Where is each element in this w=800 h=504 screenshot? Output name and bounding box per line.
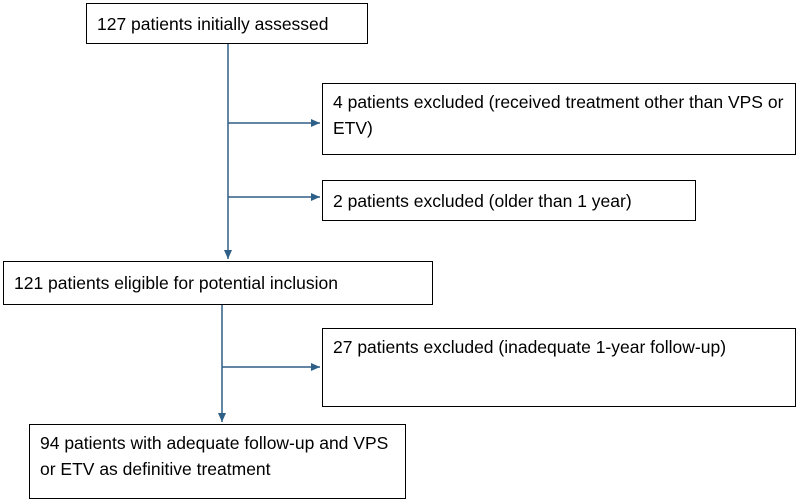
box-excluded-age-text: 2 patients excluded (older than 1 year) [333,190,632,211]
box-final-cohort-text: 94 patients with adequate follow-up and … [40,433,389,479]
box-excluded-treatment: 4 patients excluded (received treatment … [322,83,796,155]
box-excluded-age: 2 patients excluded (older than 1 year) [322,180,696,221]
box-final-cohort: 94 patients with adequate follow-up and … [29,424,406,499]
box-eligible: 121 patients eligible for potential incl… [3,261,433,305]
box-initially-assessed: 127 patients initially assessed [86,3,368,44]
box-eligible-text: 121 patients eligible for potential incl… [14,273,338,293]
box-excluded-treatment-text: 4 patients excluded (received treatment … [333,92,784,138]
box-excluded-followup: 27 patients excluded (inadequate 1-year … [322,328,796,407]
box-initially-assessed-text: 127 patients initially assessed [97,13,329,34]
box-excluded-followup-text: 27 patients excluded (inadequate 1-year … [333,337,727,357]
